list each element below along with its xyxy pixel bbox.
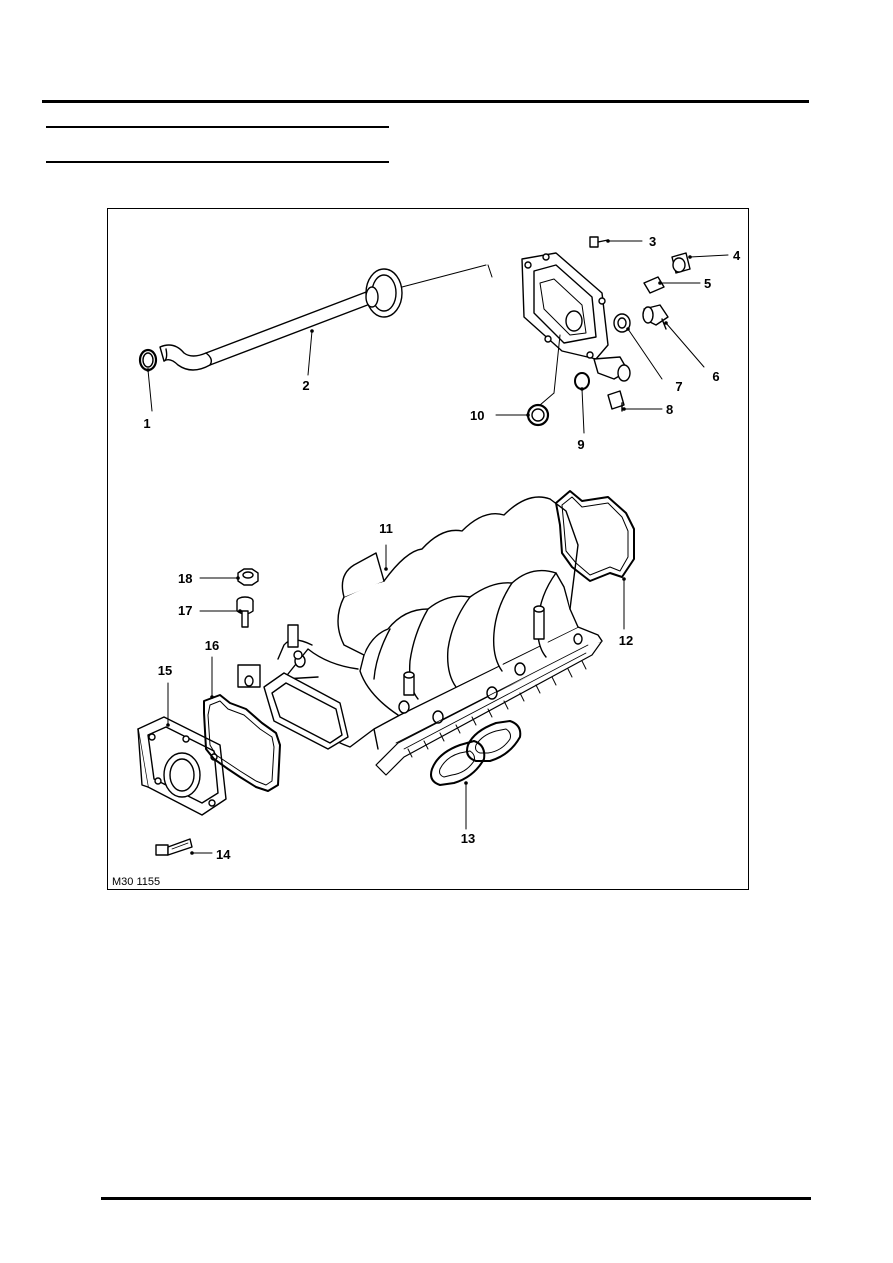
exploded-parts-diagram: 1 2 3 4 5 6 7 8 9 10 11 12 13 14 15 16 1… — [107, 208, 749, 890]
callout-9: 9 — [577, 437, 584, 452]
leader-2-extension-tick — [487, 264, 493, 278]
bolt-part-3 — [589, 236, 609, 248]
header-rule — [42, 100, 809, 103]
elbow-connector-part-6 — [642, 304, 669, 330]
callout-2: 2 — [302, 378, 309, 393]
nut-part-7 — [613, 313, 631, 333]
callout-16: 16 — [205, 638, 219, 653]
hose-part-5 — [643, 276, 665, 294]
elbow-housing — [521, 252, 631, 382]
callout-7: 7 — [675, 379, 682, 394]
breather-pipe-part-2 — [159, 268, 403, 371]
sleeve-part-4 — [671, 252, 691, 274]
section-rule-upper — [46, 126, 389, 128]
seal-part-9 — [574, 372, 590, 390]
plenum-gasket-part-12 — [555, 490, 635, 582]
callout-14: 14 — [216, 847, 231, 862]
callout-15: 15 — [158, 663, 172, 678]
throttle-body-part-15 — [137, 716, 227, 816]
footer-rule — [101, 1197, 811, 1200]
callout-11: 11 — [379, 521, 393, 536]
leader-lines — [147, 240, 729, 854]
manifold-rib-ticks — [407, 660, 587, 758]
callout-6: 6 — [712, 369, 719, 384]
callout-1: 1 — [143, 416, 150, 431]
callout-12: 12 — [619, 633, 633, 648]
connector-part-8 — [607, 390, 625, 412]
leader-2-extension — [401, 264, 487, 288]
callout-3: 3 — [649, 234, 656, 249]
section-rule-lower — [46, 161, 389, 163]
intake-manifold-part-11 — [237, 496, 603, 776]
leader-dots — [146, 239, 692, 855]
bolt-part-14 — [155, 838, 193, 856]
o-ring-part-1 — [138, 348, 158, 372]
nut-part-18 — [237, 568, 259, 586]
callout-5: 5 — [704, 276, 711, 291]
callout-18: 18 — [178, 571, 192, 586]
callout-4: 4 — [733, 248, 741, 263]
callout-13: 13 — [461, 831, 475, 846]
seal-part-10 — [526, 403, 550, 427]
callout-17: 17 — [178, 603, 192, 618]
port-gaskets-part-13 — [430, 720, 522, 786]
callout-10: 10 — [470, 408, 484, 423]
throttle-gasket-part-16 — [203, 694, 281, 792]
figure-reference: M30 1155 — [112, 876, 160, 888]
callout-8: 8 — [666, 402, 673, 417]
